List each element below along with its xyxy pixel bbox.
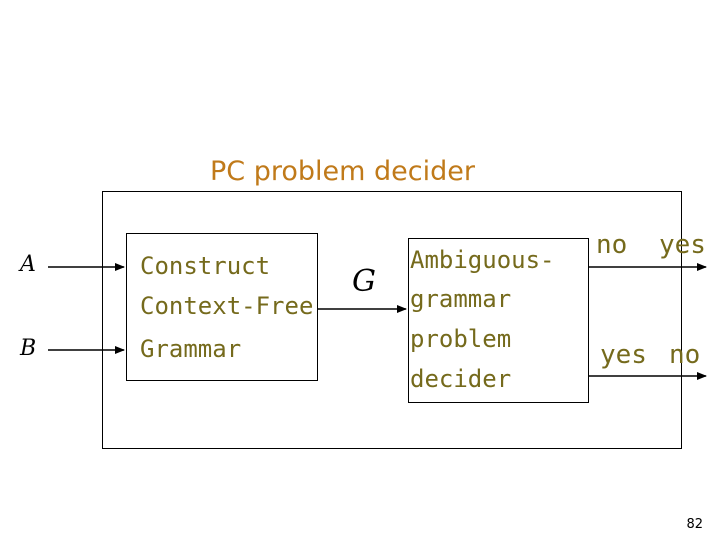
decider-line-3: problem (410, 325, 512, 353)
title-main: PC problem (210, 156, 366, 187)
ambiguous-grammar-decider-box (408, 238, 589, 403)
decider-line-1: Ambiguous- (410, 246, 555, 274)
decider-line-4: decider (410, 365, 512, 393)
construct-grammar-box (126, 233, 318, 381)
diagram-title: PC problem decider (210, 156, 475, 187)
page-number: 82 (686, 517, 703, 532)
output-bottom-outer: no (669, 340, 701, 370)
title-accent: decider (374, 156, 475, 187)
construct-line-3: Grammar (140, 335, 242, 363)
pc-decider-box (102, 191, 682, 449)
output-top-outer: yes (659, 230, 706, 260)
output-bottom-inner: yes (600, 340, 647, 370)
input-a-label: A (20, 252, 36, 277)
input-b-label: B (20, 336, 37, 361)
decider-line-2: grammar (410, 285, 512, 313)
grammar-g-label: G (352, 264, 376, 299)
output-top-inner: no (596, 230, 628, 260)
construct-line-2: Context-Free (140, 292, 314, 320)
construct-line-1: Construct (140, 252, 271, 280)
